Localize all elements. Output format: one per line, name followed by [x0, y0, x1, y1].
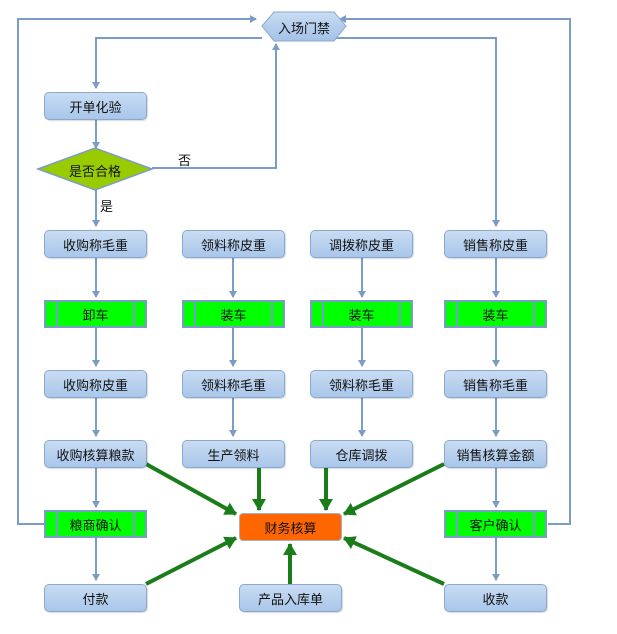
- sales-gross-weigh-node[interactable]: 销售称毛重: [444, 370, 547, 398]
- payment-node[interactable]: 付款: [44, 584, 147, 612]
- grain-merchant-confirm-node[interactable]: 粮商确认: [44, 510, 147, 538]
- purchase-tare-weigh-node[interactable]: 收购称皮重: [44, 370, 147, 398]
- arrow-payment-to-finance: [145, 536, 237, 586]
- transfer-load-node[interactable]: 装车: [310, 300, 413, 328]
- connector-entry-to-sales: [330, 37, 500, 227]
- material-load-node[interactable]: 装车: [182, 300, 285, 328]
- transfer-tare-weigh-node[interactable]: 调拨称皮重: [310, 230, 413, 258]
- connector-decision-no-to-entry: [152, 43, 280, 169]
- purchase-payment-calc-node[interactable]: 收购核算粮款: [44, 440, 147, 468]
- connector-entry-to-inspection: [92, 37, 262, 89]
- connector-purchase-confirm-to-entry: [17, 15, 257, 525]
- connector-sales-confirm-to-entry: [339, 15, 571, 525]
- quality-decision-diamond: [35, 147, 155, 191]
- customer-confirm-node[interactable]: 客户确认: [444, 510, 547, 538]
- arrow-collection-to-finance: [343, 536, 445, 586]
- warehouse-transfer-node[interactable]: 仓库调拨: [310, 440, 413, 468]
- inspection-node[interactable]: 开单化验: [44, 92, 147, 120]
- material-tare-weigh-node[interactable]: 领料称皮重: [182, 230, 285, 258]
- finance-accounting-node[interactable]: 财务核算: [239, 513, 342, 541]
- arrow-purchase-payment-calc-to-finance: [145, 462, 237, 516]
- decision-yes-label: 是: [100, 200, 114, 215]
- entry-gate-hexagon: [261, 11, 347, 42]
- sales-load-node[interactable]: 装车: [444, 300, 547, 328]
- collection-node[interactable]: 收款: [444, 584, 547, 612]
- entry-gate-label: 入场门禁: [277, 22, 330, 37]
- material-gross-weigh-node[interactable]: 领料称毛重: [182, 370, 285, 398]
- decision-label: 是否合格: [68, 165, 121, 180]
- sales-tare-weigh-node[interactable]: 销售称皮重: [444, 230, 547, 258]
- decision-no-label: 否: [178, 154, 192, 169]
- arrow-sales-amount-calc-to-finance: [343, 462, 445, 516]
- transfer-gross-weigh-node[interactable]: 领料称毛重: [310, 370, 413, 398]
- production-material-node[interactable]: 生产领料: [182, 440, 285, 468]
- unload-node[interactable]: 卸车: [44, 300, 147, 328]
- product-inbound-node[interactable]: 产品入库单: [239, 584, 342, 612]
- purchase-gross-weigh-node[interactable]: 收购称毛重: [44, 230, 147, 258]
- sales-amount-calc-node[interactable]: 销售核算金额: [444, 440, 547, 468]
